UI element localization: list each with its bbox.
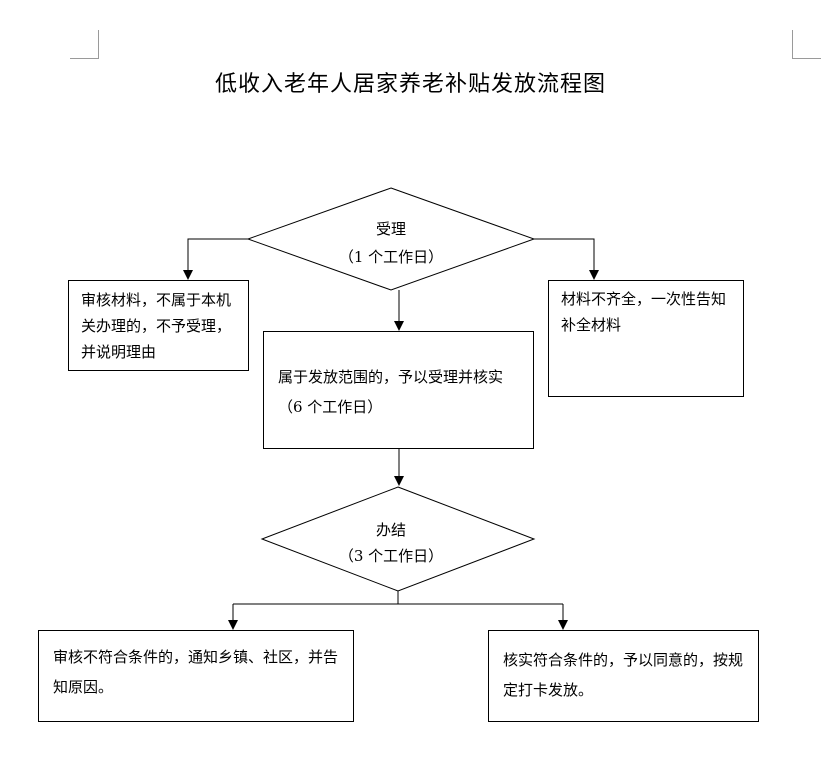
supplement-box: 材料不齐全，一次性告知补全材料 bbox=[548, 280, 744, 397]
approve-box: 核实符合条件的，予以同意的，按规定打卡发放。 bbox=[488, 630, 759, 722]
arrow-to-supplement bbox=[534, 238, 599, 280]
page-corner-mark-left bbox=[70, 30, 99, 59]
notify-box: 审核不符合条件的，通知乡镇、社区，并告知原因。 bbox=[38, 630, 354, 722]
split-connector bbox=[233, 591, 563, 605]
accept-step-duration: （1 个工作日） bbox=[338, 248, 444, 266]
accept-step-label: 受理 bbox=[375, 220, 406, 238]
conclude-step-duration: （3 个工作日） bbox=[338, 547, 444, 565]
conclude-step-label: 办结 bbox=[375, 521, 406, 539]
reject-box: 审核材料，不属于本机关办理的，不予受理，并说明理由 bbox=[68, 280, 249, 371]
page-title: 低收入老年人居家养老补贴发放流程图 bbox=[214, 72, 606, 97]
accept-diamond bbox=[246, 187, 536, 291]
page-corner-mark-right bbox=[792, 30, 821, 59]
arrow-to-reject bbox=[183, 238, 248, 280]
verify-box: 属于发放范围的，予以受理并核实（6 个工作日） bbox=[263, 331, 534, 449]
